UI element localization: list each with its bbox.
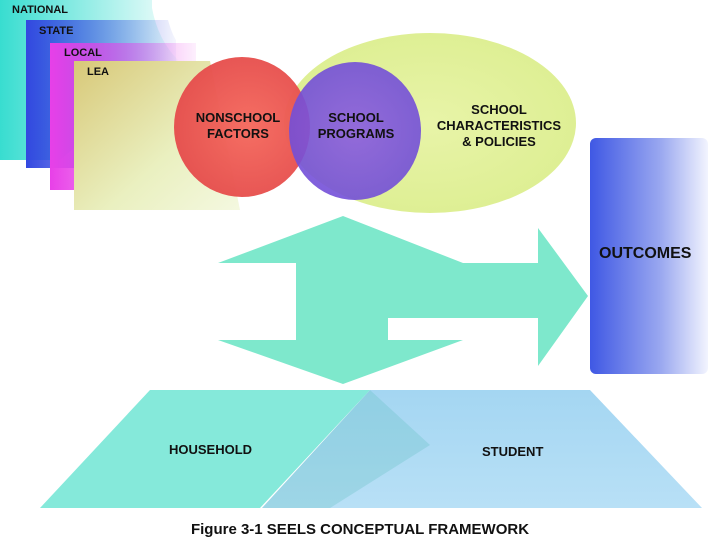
outcomes-block: [590, 138, 708, 374]
nonschool-label: NONSCHOOL FACTORS: [195, 110, 281, 141]
figure-caption: Figure 3-1 SEELS CONCEPTUAL FRAMEWORK: [190, 521, 530, 538]
arrows: [218, 216, 588, 384]
characteristics-label: SCHOOL CHARACTERISTICS & POLICIES: [436, 102, 562, 149]
vertical-double-arrow: [218, 216, 463, 384]
base-overlap-shadow: [262, 390, 430, 508]
level-label-local: LOCAL: [64, 47, 102, 59]
level-label-national: NATIONAL: [12, 4, 69, 16]
outcomes-label: OUTCOMES: [599, 245, 692, 262]
household-label: HOUSEHOLD: [169, 442, 253, 457]
programs-label: SCHOOL PROGRAMS: [317, 110, 395, 141]
right-arrow: [388, 228, 588, 366]
household-shape: [40, 390, 370, 508]
level-label-state: STATE: [39, 25, 74, 37]
student-shape: [262, 390, 702, 508]
student-label: STUDENT: [482, 444, 544, 459]
programs-circle: [289, 62, 421, 200]
nonschool-circle: [174, 57, 310, 197]
level-label-lea: LEA: [87, 66, 109, 78]
